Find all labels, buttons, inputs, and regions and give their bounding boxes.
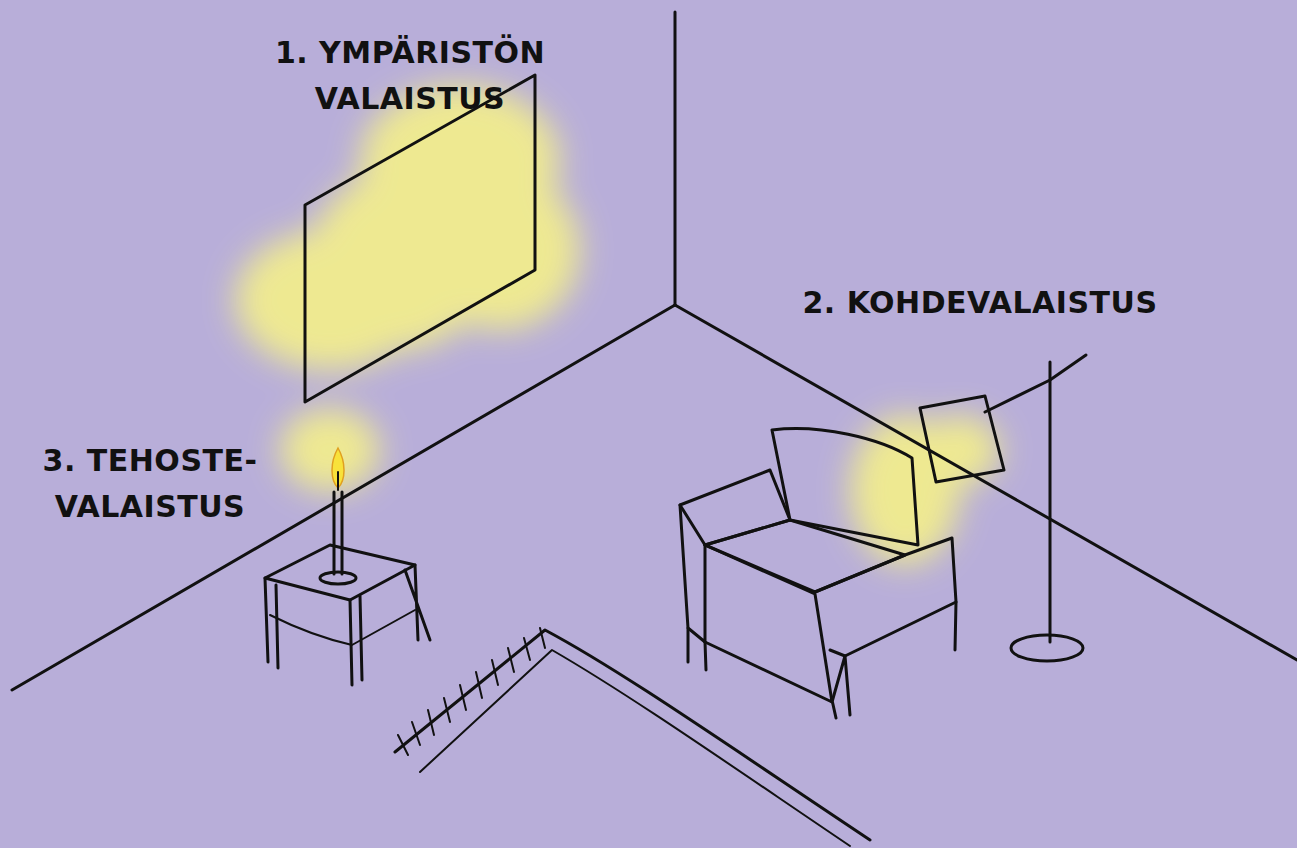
- chair-back: [772, 429, 918, 545]
- rug-edge: [420, 650, 850, 846]
- rug: [395, 628, 870, 846]
- chair-left-arm: [680, 470, 790, 545]
- chair-left-side: [680, 505, 705, 642]
- lamp-arm: [985, 355, 1086, 412]
- room-corner: [12, 12, 1297, 690]
- candle-holder: [320, 572, 356, 584]
- chair-legs: [688, 602, 956, 718]
- chair-seat: [705, 520, 905, 592]
- candle-body: [334, 492, 342, 574]
- callout-label: 2. KOHDEVALAISTUS: [770, 280, 1190, 326]
- chair-right-arm: [815, 538, 956, 656]
- candle-wick: [337, 472, 339, 490]
- wall-corner-line: [674, 12, 677, 305]
- callout-label: 3. TEHOSTE- VALAISTUS: [15, 438, 285, 530]
- chair-front: [705, 545, 832, 702]
- floor-lamp: [920, 355, 1086, 661]
- rug-fringe: [398, 628, 545, 755]
- floor-edge-left: [12, 305, 675, 690]
- rug-edge: [395, 630, 870, 840]
- table-top: [265, 545, 415, 600]
- side-table: [265, 545, 430, 685]
- floor-edge-right: [675, 305, 1297, 660]
- candle: [320, 448, 356, 584]
- picture-frame: [305, 75, 535, 402]
- table-legs: [265, 565, 430, 685]
- lamp-base: [1011, 635, 1083, 661]
- callout-label: 1. YMPÄRISTÖN VALAISTUS: [250, 30, 570, 122]
- armchair: [680, 429, 956, 718]
- candle-glow: [280, 408, 380, 492]
- wall-glow: [310, 170, 490, 350]
- lamp-pole: [1049, 362, 1052, 642]
- table-shelf: [270, 610, 415, 645]
